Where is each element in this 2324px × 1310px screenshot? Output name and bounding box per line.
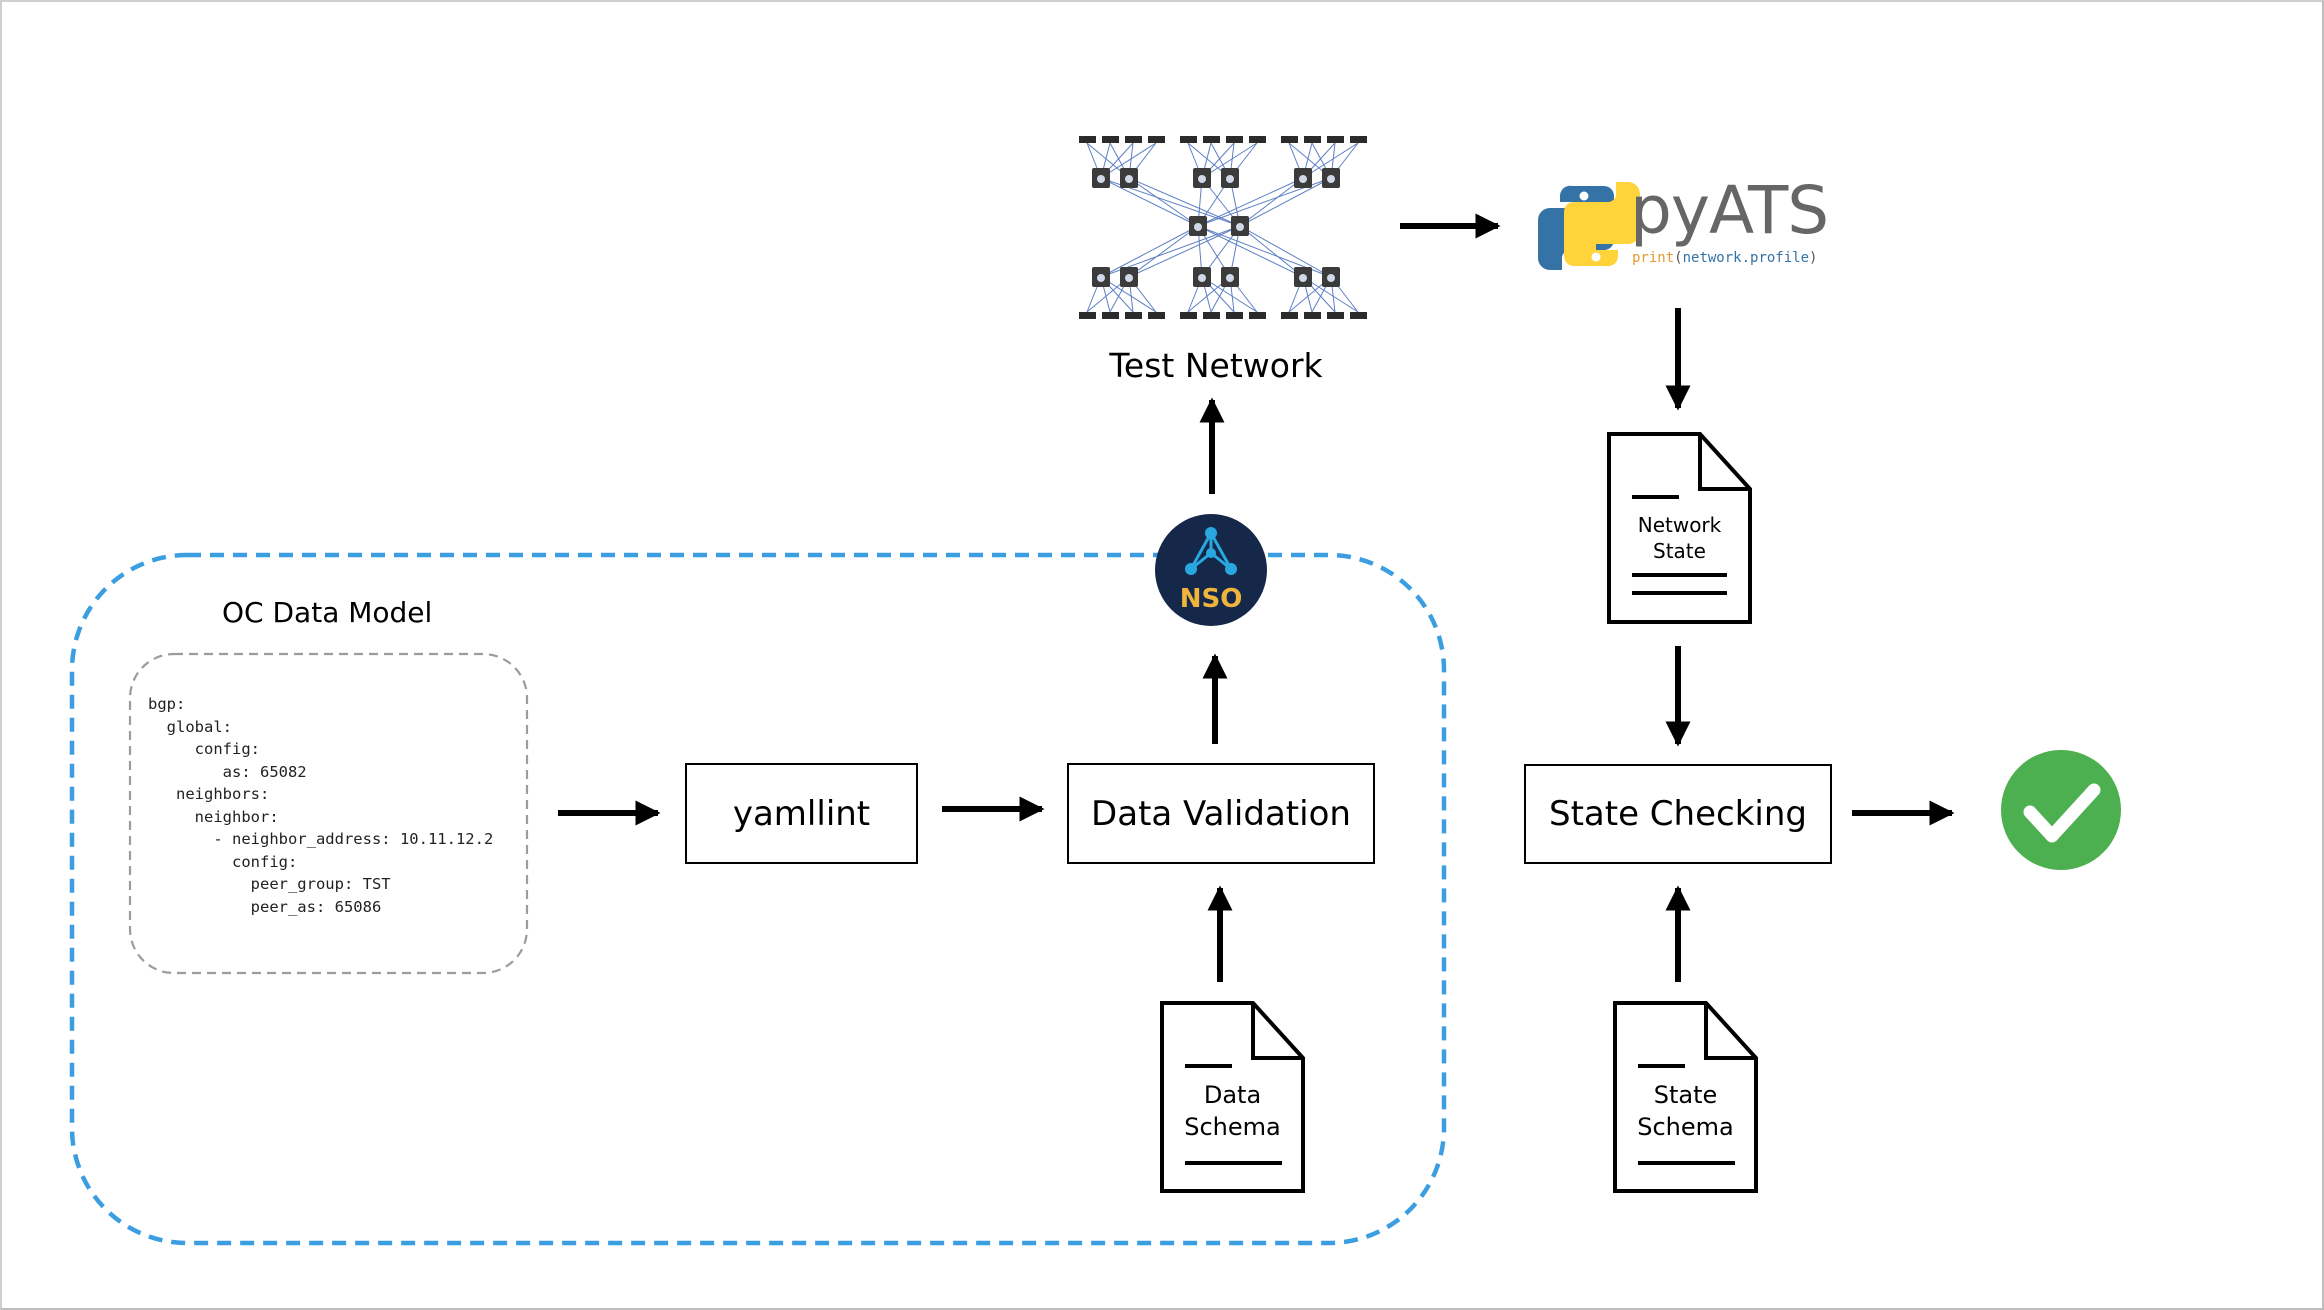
pipeline-region [69,552,1447,1246]
data-validation-step-label: Data Validation [1091,793,1351,834]
state-schema-label: State Schema [1615,1079,1756,1143]
state-checking-step-box: State Checking [1524,764,1832,864]
code-line: neighbors: [148,785,270,803]
code-line: neighbor: [148,807,279,826]
checkmark-icon [2001,750,2121,870]
pyats-tagline-open: ( [1674,250,1683,266]
state-checking-step-label: State Checking [1549,794,1807,834]
network-state-label: Network State [1609,512,1750,564]
code-line: peer_as: 65086 [148,897,382,916]
pyats-tagline-print: print [1632,250,1675,266]
code-line: global: [148,717,232,736]
code-box [128,652,529,975]
pyats-tagline-close: ) [1809,250,1818,266]
network-state-document-icon [1607,432,1752,624]
state-schema-label-line2: Schema [1637,1113,1734,1141]
code-line: config: [148,740,260,758]
yamllint-step-label: yamllint [732,793,871,834]
state-schema-document-icon [1613,1001,1758,1193]
yamllint-step-box: yamllint [685,763,918,864]
code-snippet: bgp: global: config: as: 65082 neighbors… [148,693,493,918]
data-schema-label-line2: Schema [1184,1113,1281,1141]
data-schema-document-icon [1160,1001,1305,1193]
oc-data-model-title: OC Data Model [222,596,433,629]
pyats-wordmark: pyATS [1630,172,1829,249]
pyats-tagline: print(network.profile) [1632,250,1817,266]
pyats-tagline-args: network.profile [1682,250,1810,266]
nso-logo-text: NSO [1180,584,1243,614]
state-schema-label-line1: State [1653,1081,1718,1109]
code-line: as: 65082 [148,762,307,781]
data-schema-label-line1: Data [1203,1081,1262,1109]
test-network-topology-icon [1079,136,1367,319]
code-line: bgp: [148,695,186,713]
network-state-label-line1: Network [1637,513,1722,537]
data-schema-label: Data Schema [1162,1079,1303,1143]
code-line: config: [148,852,298,871]
python-logo-icon [1538,182,1640,270]
network-state-label-line2: State [1653,539,1706,563]
code-line: peer_group: TST [148,875,391,893]
code-line: - neighbor_address: 10.11.12.2 [148,830,494,848]
test-network-label: Test Network [1109,346,1323,385]
nso-logo-icon: NSO [1155,514,1267,626]
data-validation-step-box: Data Validation [1067,763,1375,864]
